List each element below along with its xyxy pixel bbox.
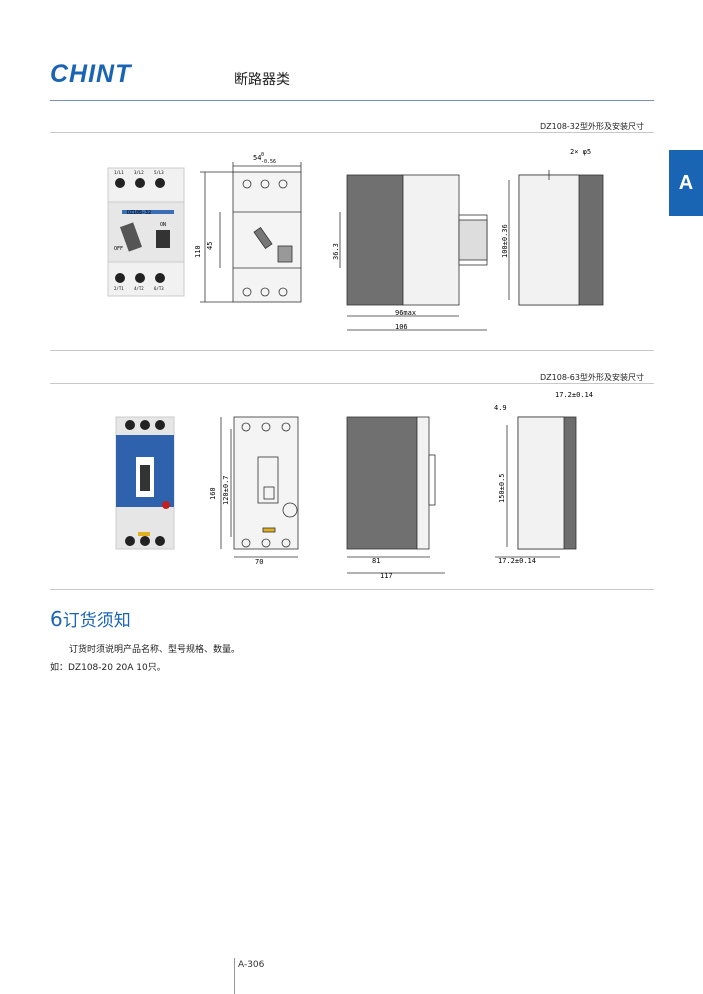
svg-text:4.9: 4.9 [494, 404, 507, 412]
header-divider [50, 100, 654, 101]
figure2-caption-rule [50, 383, 654, 384]
svg-text:5/L3: 5/L3 [154, 170, 164, 175]
ordering-line1: 订货时须说明产品名称、型号规格、数量。 [69, 645, 241, 655]
svg-text:96max: 96max [395, 309, 416, 317]
dz108-32-side-drawing [339, 174, 488, 331]
svg-text:106: 106 [395, 323, 408, 331]
dz108-63-rear-drawing [495, 416, 577, 558]
svg-text:117: 117 [380, 572, 393, 580]
dz108-32-photo: DZ108-32 OFF ON 1/L1 3/L2 5/L3 2/T1 4/T2… [107, 167, 185, 297]
photo-model-label: DZ108-32 [127, 210, 151, 216]
svg-text:ON: ON [160, 222, 166, 228]
svg-text:-0.56: -0.56 [261, 159, 276, 165]
figure1-drawings: DZ108-32 OFF ON 1/L1 3/L2 5/L3 2/T1 4/T2… [107, 148, 604, 331]
svg-text:110: 110 [194, 245, 202, 258]
section-title: 断路器类 [234, 72, 290, 88]
svg-text:3/L2: 3/L2 [134, 170, 144, 175]
svg-text:0: 0 [261, 152, 264, 158]
svg-text:2× φ5: 2× φ5 [570, 148, 591, 156]
ordering-line2: 如：DZ108-20 20A 10只。 [50, 663, 166, 673]
svg-text:OFF: OFF [114, 246, 123, 252]
svg-text:45: 45 [206, 242, 214, 250]
svg-text:17.2±0.14: 17.2±0.14 [498, 557, 536, 565]
svg-text:54: 54 [253, 154, 261, 162]
dz108-63-front-drawing [220, 416, 299, 558]
dz108-63-photo [115, 416, 175, 550]
svg-text:17.2±0.14: 17.2±0.14 [555, 391, 593, 399]
svg-text:1/L1: 1/L1 [114, 170, 124, 175]
svg-text:100±0.36: 100±0.36 [501, 224, 509, 258]
dz108-32-rear-drawing [508, 170, 604, 306]
ordering-heading: 6订货须知 [50, 606, 131, 631]
svg-text:81: 81 [372, 557, 380, 565]
svg-text:6/T3: 6/T3 [154, 286, 164, 291]
svg-text:2/T1: 2/T1 [114, 286, 124, 291]
dz108-32-front-drawing [200, 162, 302, 303]
figure1-caption: DZ108-32型外形及安装尺寸 [540, 122, 644, 131]
figure2-caption: DZ108-63型外形及安装尺寸 [540, 373, 644, 382]
svg-text:160: 160 [209, 487, 217, 500]
svg-text:70: 70 [255, 558, 263, 566]
figure2-top-rule [50, 350, 654, 351]
svg-text:4/T2: 4/T2 [134, 286, 144, 291]
figure2-bottom-rule [50, 589, 654, 590]
ordering-number: 6 [50, 607, 63, 631]
page-number: A-306 [238, 960, 265, 970]
footer-divider [234, 958, 235, 994]
dz108-63-side-drawing [346, 416, 445, 574]
side-tab: A [669, 150, 703, 216]
svg-text:150±0.5: 150±0.5 [498, 473, 506, 503]
figure1-top-rule [50, 132, 654, 133]
figure2-drawings: 160 120±0.7 70 81 117 4.9 17.2±0.14 150±… [115, 391, 593, 580]
ordering-title: 订货须知 [62, 611, 131, 631]
svg-text:120±0.7: 120±0.7 [222, 475, 230, 505]
svg-text:36.3: 36.3 [332, 243, 340, 260]
chint-logo: CHINT [50, 60, 132, 88]
